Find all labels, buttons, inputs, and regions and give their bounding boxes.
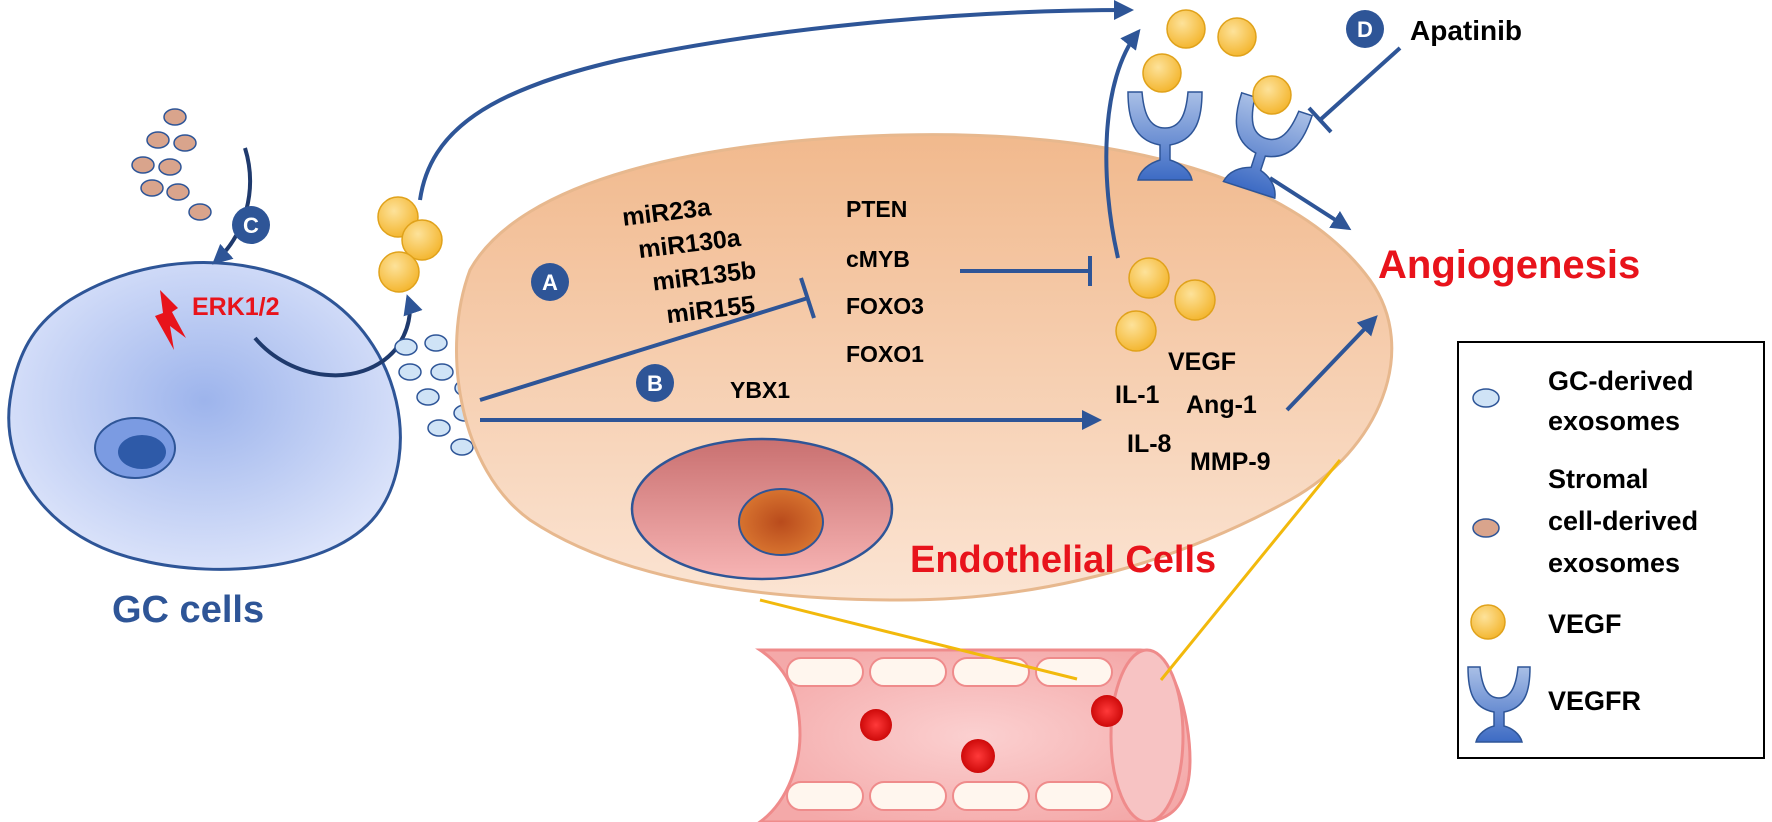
target-gene-item: FOXO1: [846, 341, 924, 367]
vegf-released-cluster: [377, 196, 443, 293]
legend-gc-exosome-label-2: exosomes: [1548, 406, 1680, 436]
legend-vegfr-label: VEGFR: [1548, 686, 1641, 716]
target-gene-list: PTEN cMYB FOXO3 FOXO1: [846, 196, 924, 367]
factor-ang1: Ang-1: [1186, 391, 1257, 419]
legend-stromal-exosome-icon: [1472, 518, 1500, 538]
apatinib-inhibition-bar: [1307, 106, 1333, 134]
stromal-to-gc-arrow: [212, 147, 253, 265]
factor-il1: IL-1: [1115, 381, 1160, 409]
marker-a: A: [531, 263, 569, 301]
marker-d: D: [1346, 10, 1384, 48]
marker-c-letter: C: [243, 213, 259, 238]
erk-to-exosome-arrow: [253, 294, 423, 378]
red-blood-cell: [1091, 695, 1123, 727]
zoom-line-right: [1159, 459, 1342, 681]
mirna-inhibition-line: [479, 296, 809, 402]
marker-d-letter: D: [1357, 17, 1373, 42]
target-gene-item: PTEN: [846, 196, 907, 222]
legend-vegf-label: VEGF: [1548, 609, 1622, 639]
blood-vessel: [755, 648, 1192, 822]
gc-cells-label: GC cells: [112, 589, 264, 631]
vegfr-to-angiogenesis-arrow: [1268, 176, 1352, 231]
vegfr-icon: [1222, 91, 1314, 200]
marker-b: B: [636, 364, 674, 402]
vegfr-icon: [1127, 91, 1203, 181]
target-gene-item: FOXO3: [846, 293, 924, 319]
legend-gc-exosome-icon: [1472, 388, 1500, 408]
legend-stromal-label-3: exosomes: [1548, 548, 1680, 578]
factor-mmp9: MMP-9: [1190, 448, 1271, 476]
factor-vegf: VEGF: [1168, 348, 1236, 376]
mirna-list: miR23a miR130a miR135b miR155: [621, 193, 758, 329]
vegf-secretion-arrow: [1104, 28, 1141, 259]
zoom-line-left: [759, 598, 1078, 681]
stromal-exosome-cluster: [131, 108, 212, 221]
mirna-inhibition-bar: [799, 277, 816, 319]
erk-label: ERK1/2: [192, 293, 280, 321]
factor-il8: IL-8: [1127, 430, 1172, 458]
apatinib-inhibition-line: [1318, 46, 1402, 122]
factors-to-angiogenesis-arrow: [1285, 315, 1378, 412]
legend-vegfr-icon: [1467, 666, 1531, 743]
factor-list: VEGF IL-1 Ang-1 IL-8 MMP-9: [1115, 348, 1271, 476]
legend: GC-derived exosomes Stromal cell-derived…: [1457, 341, 1765, 759]
marker-a-letter: A: [542, 270, 558, 295]
vegf-intracellular-cluster: [1115, 257, 1216, 352]
angiogenesis-label: Angiogenesis: [1378, 243, 1640, 287]
gc-cell: [7, 261, 402, 571]
apatinib-label: Apatinib: [1410, 15, 1522, 46]
legend-gc-exosome-label-1: GC-derived: [1548, 366, 1694, 396]
endothelial-cells-label: Endothelial Cells: [910, 539, 1216, 581]
marker-b-letter: B: [647, 371, 663, 396]
vessel-wall-cells-top: [786, 657, 1113, 687]
vegfr-receptor-group: [1127, 9, 1314, 200]
endothelial-cell: [455, 133, 1394, 602]
marker-c: C: [232, 206, 270, 244]
legend-stromal-label-2: cell-derived: [1548, 506, 1698, 536]
red-blood-cell: [961, 739, 995, 773]
ybx1-label: YBX1: [730, 377, 790, 403]
legend-vegf-icon: [1470, 604, 1506, 640]
target-gene-item: cMYB: [846, 246, 910, 272]
legend-stromal-label-1: Stromal: [1548, 464, 1649, 494]
red-blood-cell: [860, 709, 892, 741]
lightning-icon: [155, 290, 186, 350]
vessel-wall-cells-bottom: [786, 781, 1113, 811]
vegf-transport-arrow: [418, 0, 1134, 201]
